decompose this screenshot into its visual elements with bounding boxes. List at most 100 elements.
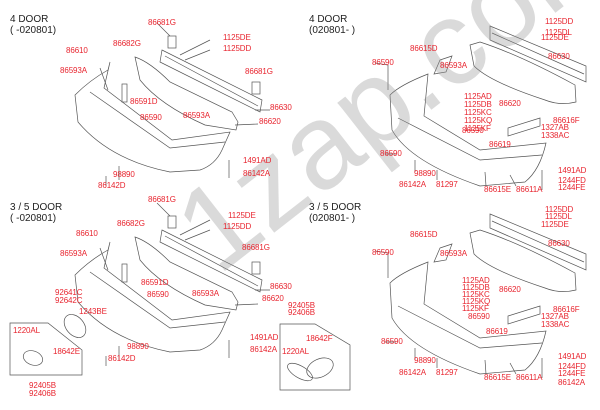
part-number-label[interactable]: 1125AD	[462, 276, 490, 285]
part-number-label[interactable]: 86142A	[399, 180, 426, 189]
part-number-label[interactable]: 1125KC	[462, 290, 490, 299]
part-number-label[interactable]: 1125KC	[464, 108, 492, 117]
part-number-label[interactable]: 1125KF	[462, 304, 489, 313]
part-number-label[interactable]: 1125DL	[545, 28, 572, 37]
part-number-label[interactable]: 86615E	[484, 373, 511, 382]
part-number-label[interactable]: 1125DD	[545, 205, 574, 214]
part-number-label[interactable]: 86142A	[243, 169, 270, 178]
part-number-label[interactable]: 86590	[372, 248, 394, 257]
part-number-label[interactable]: 1125KQ	[462, 297, 491, 306]
part-number-label[interactable]: 86142D	[108, 354, 136, 363]
part-number-label[interactable]: 81297	[436, 368, 458, 377]
part-number-label[interactable]: 18642E	[53, 347, 80, 356]
part-number-label[interactable]: 1491AD	[243, 156, 272, 165]
part-number-label[interactable]: 86593A	[60, 66, 87, 75]
part-number-label[interactable]: 1125DE	[541, 33, 569, 42]
part-number-label[interactable]: 86682G	[117, 219, 145, 228]
part-number-label[interactable]: 86619	[486, 327, 508, 336]
part-number-label[interactable]: 86615E	[484, 185, 511, 194]
part-number-label[interactable]: 98890	[414, 356, 436, 365]
part-number-label[interactable]: 86142A	[250, 345, 277, 354]
part-number-label[interactable]: 86593A	[60, 249, 87, 258]
part-number-label[interactable]: 86593A	[440, 249, 467, 258]
part-number-label[interactable]: 1125DE	[541, 220, 569, 229]
part-number-label[interactable]: 92406B	[29, 389, 56, 398]
part-number-label[interactable]: 86591D	[141, 278, 169, 287]
part-number-label[interactable]: 86630	[270, 282, 292, 291]
part-number-label[interactable]: 86590	[462, 126, 484, 135]
part-number-label[interactable]: 1338AC	[541, 320, 570, 329]
part-number-label[interactable]: 1220AL	[282, 347, 309, 356]
part-number-label[interactable]: 1125DD	[223, 44, 252, 53]
part-number-label[interactable]: 1220AL	[13, 326, 40, 335]
part-number-label[interactable]: 86593A	[440, 61, 467, 70]
part-number-label[interactable]: 92405B	[288, 301, 315, 310]
part-number-label[interactable]: 1125DB	[464, 100, 492, 109]
part-number-label[interactable]: 86630	[270, 103, 292, 112]
part-number-label[interactable]: 86610	[76, 229, 98, 238]
part-number-label[interactable]: 86593A	[192, 289, 219, 298]
part-number-label[interactable]: 1125DE	[228, 211, 256, 220]
part-number-label[interactable]: 18642F	[306, 334, 333, 343]
part-number-label[interactable]: 92406B	[288, 308, 315, 317]
part-number-label[interactable]: 1244FD	[558, 362, 586, 371]
part-number-label[interactable]: 86681G	[148, 195, 176, 204]
part-number-label[interactable]: 86611A	[516, 373, 543, 382]
part-number-label[interactable]: 86681G	[148, 18, 176, 27]
part-number-label[interactable]: 86630	[548, 52, 570, 61]
part-number-label[interactable]: 1244FD	[558, 176, 586, 185]
part-number-label[interactable]: 86682G	[113, 39, 141, 48]
part-number-label[interactable]: 86681G	[242, 243, 270, 252]
part-number-label[interactable]: 86615D	[410, 230, 438, 239]
part-number-label[interactable]: 1125KF	[464, 124, 491, 133]
part-number-label[interactable]: 86616F	[553, 116, 580, 125]
part-number-label[interactable]: 86142A	[399, 368, 426, 377]
part-number-label[interactable]: 1327AB	[541, 123, 569, 132]
part-number-label[interactable]: 92641C	[55, 288, 83, 297]
part-number-label[interactable]: 86590	[372, 58, 394, 67]
part-number-label[interactable]: 1244FE	[558, 369, 586, 378]
part-number-label[interactable]: 98890	[127, 342, 149, 351]
part-number-label[interactable]: 86620	[499, 99, 521, 108]
part-number-label[interactable]: 1125AD	[464, 92, 492, 101]
part-number-label[interactable]: 86590	[468, 312, 490, 321]
section-period: (020801- )	[309, 213, 356, 224]
part-number-label[interactable]: 1491AD	[250, 333, 279, 342]
part-number-label[interactable]: 86590	[381, 337, 403, 346]
part-number-label[interactable]: 86611A	[516, 185, 543, 194]
part-number-label[interactable]: 86590	[380, 149, 402, 158]
part-number-label[interactable]: 92642C	[55, 296, 83, 305]
part-number-label[interactable]: 86593A	[183, 111, 210, 120]
part-number-label[interactable]: 1491AD	[558, 352, 587, 361]
part-number-label[interactable]: 86590	[140, 113, 162, 122]
part-number-label[interactable]: 86616F	[553, 305, 580, 314]
part-number-label[interactable]: 1125DL	[545, 212, 572, 221]
part-number-label[interactable]: 1125DD	[223, 222, 252, 231]
part-number-label[interactable]: 1243BE	[79, 307, 107, 316]
part-number-label[interactable]: 86591D	[130, 97, 158, 106]
part-number-label[interactable]: 1125DE	[223, 33, 251, 42]
part-number-label[interactable]: 86590	[147, 290, 169, 299]
part-number-label[interactable]: 86620	[499, 285, 521, 294]
part-number-label[interactable]: 98890	[113, 170, 135, 179]
part-number-label[interactable]: 98890	[414, 169, 436, 178]
part-number-label[interactable]: 92405B	[29, 381, 56, 390]
part-number-label[interactable]: 1327AB	[541, 312, 569, 321]
part-number-label[interactable]: 86630	[548, 239, 570, 248]
part-number-label[interactable]: 1338AC	[541, 131, 570, 140]
part-number-label[interactable]: 1125DB	[462, 283, 490, 292]
part-number-label[interactable]: 86619	[489, 140, 511, 149]
part-number-label[interactable]: 81297	[436, 180, 458, 189]
part-number-label[interactable]: 86142A	[558, 378, 585, 387]
part-number-label[interactable]: 86620	[262, 294, 284, 303]
part-number-label[interactable]: 86620	[259, 117, 281, 126]
part-number-label[interactable]: 86610	[66, 46, 88, 55]
part-number-label[interactable]: 86681G	[245, 67, 273, 76]
part-number-label[interactable]: 1125DD	[545, 17, 574, 26]
part-number-label[interactable]: 86615D	[410, 44, 438, 53]
part-number-label[interactable]: 1491AD	[558, 166, 587, 175]
part-number-label[interactable]: 1125KQ	[464, 116, 493, 125]
part-number-label[interactable]: 86142D	[98, 181, 126, 190]
part-number-label[interactable]: 1244FE	[558, 183, 586, 192]
